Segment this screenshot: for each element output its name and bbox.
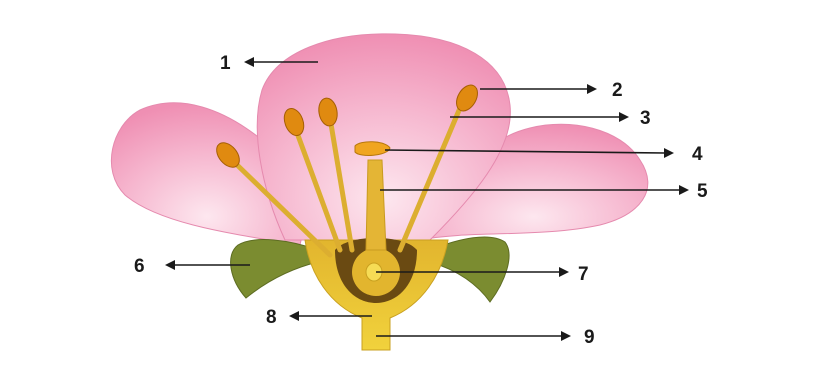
- arrowhead-2: [587, 84, 597, 94]
- arrowhead-9: [561, 331, 571, 341]
- label-5: 5: [697, 181, 708, 202]
- arrowhead-6: [165, 260, 175, 270]
- arrowhead-4: [664, 148, 674, 158]
- label-2: 2: [612, 80, 623, 101]
- label-6: 6: [134, 256, 145, 277]
- arrowhead-1: [244, 57, 254, 67]
- label-9: 9: [584, 327, 595, 348]
- arrowhead-8: [289, 311, 299, 321]
- label-7: 7: [578, 264, 589, 285]
- label-1: 1: [220, 53, 231, 74]
- style: [366, 160, 386, 250]
- label-4: 4: [692, 144, 703, 165]
- arrowhead-5: [679, 185, 689, 195]
- arrowhead-3: [619, 112, 629, 122]
- label-8: 8: [266, 307, 277, 328]
- stigma: [355, 142, 390, 156]
- arrowhead-7: [559, 267, 569, 277]
- sepal-left: [231, 240, 318, 298]
- label-3: 3: [640, 108, 651, 129]
